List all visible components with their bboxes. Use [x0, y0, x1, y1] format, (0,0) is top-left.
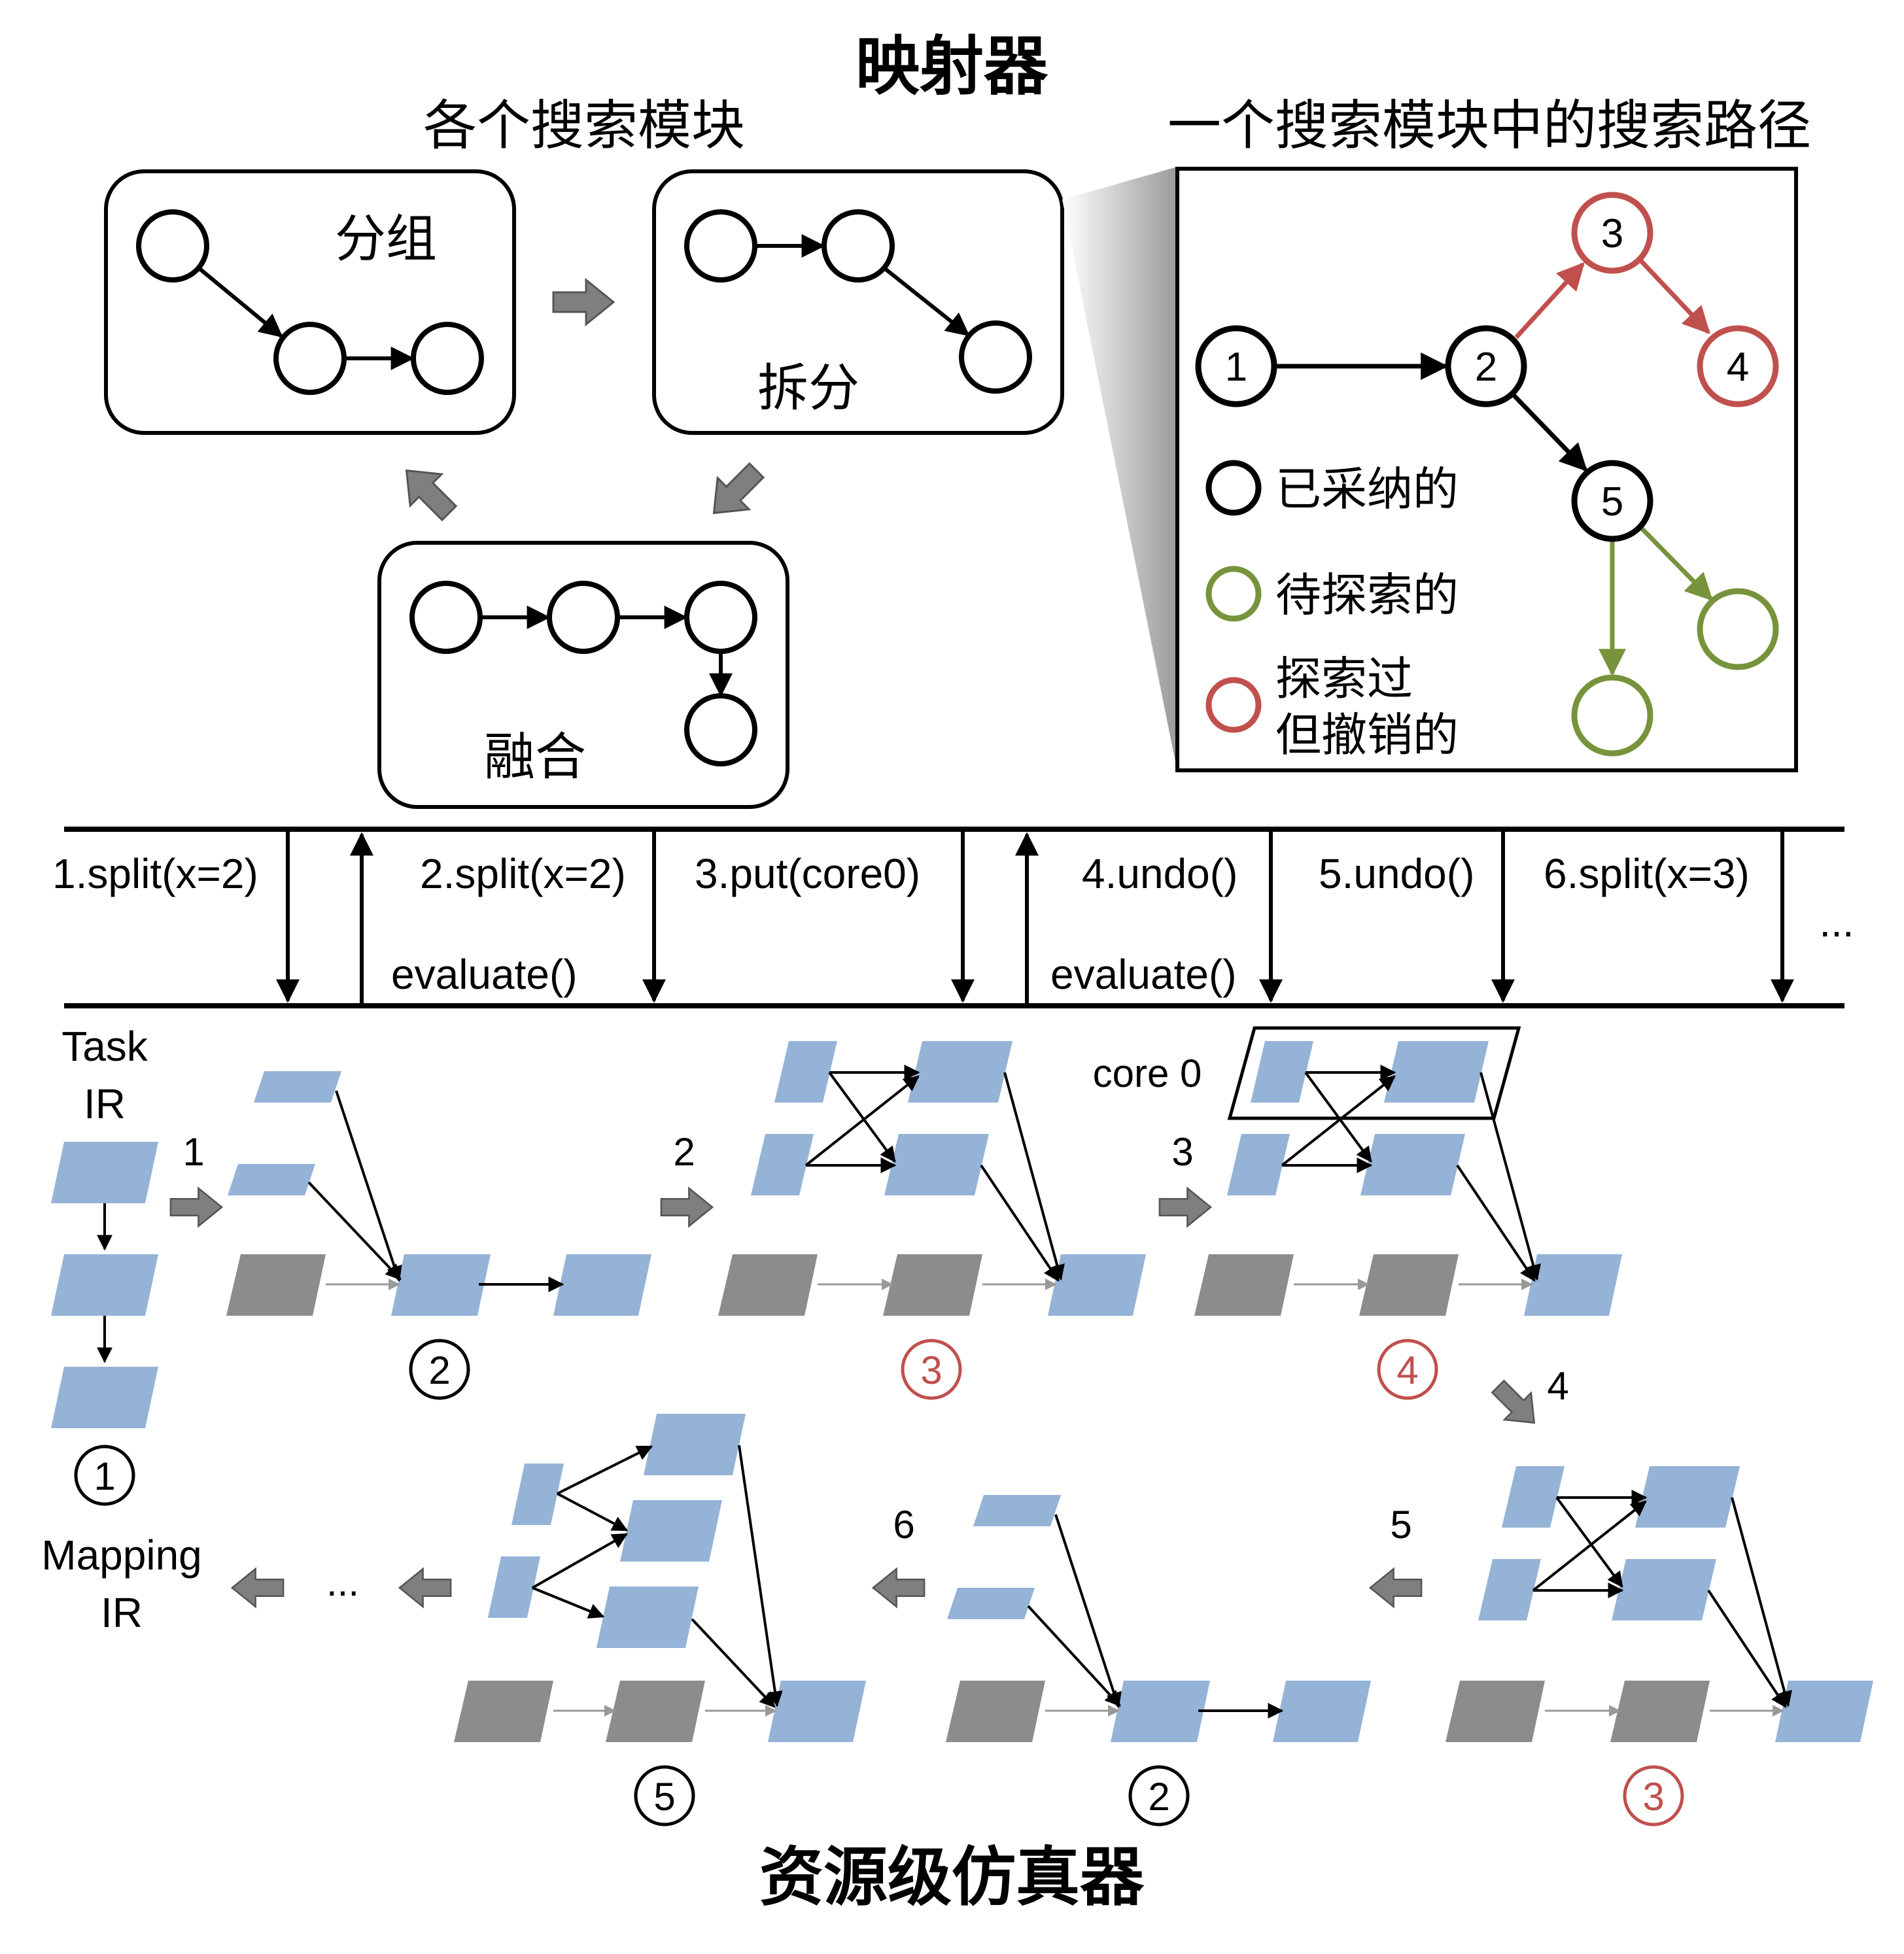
state-1-graph	[51, 1142, 158, 1428]
state-4-graph	[1194, 1026, 1622, 1316]
step-label-5: 5	[1390, 1503, 1411, 1547]
simulator-more: ...	[326, 1560, 359, 1604]
core0-label: core 0	[1093, 1052, 1202, 1095]
cmd-1: 1.split(x=2)	[52, 850, 258, 897]
step-label-6: 6	[893, 1503, 914, 1547]
legend-revoked-line2: 但撤销的	[1275, 708, 1459, 762]
step-arrow-2	[660, 1187, 714, 1227]
module-fuse: 融合	[377, 541, 789, 809]
task-ir-label-line1: Task	[61, 1023, 148, 1070]
simulator-title: 资源级仿真器	[759, 1840, 1145, 1915]
mapping-ir-label-line2: IR	[101, 1589, 143, 1636]
svg-text:5: 5	[653, 1775, 675, 1819]
state-3b-graph	[1445, 1466, 1873, 1742]
evaluate-1: evaluate()	[391, 951, 578, 998]
step-arrow-4	[1483, 1372, 1549, 1437]
svg-text:1: 1	[94, 1454, 115, 1498]
mapper-title: 映射器	[856, 29, 1048, 104]
step-arrow-more	[398, 1568, 452, 1608]
zoom-wedge	[1062, 167, 1177, 772]
cycle-arrow-down-left	[697, 453, 774, 530]
cmd-5: 5.undo()	[1319, 850, 1474, 897]
timeline-more: ...	[1819, 899, 1854, 946]
path-node-unexplored-b	[1571, 674, 1653, 757]
cmd-3: 3.put(core0)	[695, 850, 920, 897]
legend-to-explore: 待探索的	[1275, 568, 1459, 622]
svg-text:2: 2	[428, 1348, 450, 1392]
cmd-6: 6.split(x=3)	[1544, 850, 1750, 897]
svg-text:3: 3	[1642, 1775, 1664, 1819]
state-badge-2b	[1128, 1765, 1190, 1826]
svg-text:3: 3	[920, 1348, 942, 1392]
step-arrow-1	[169, 1187, 223, 1227]
state-5-graph	[454, 1414, 866, 1742]
state-badge-5	[634, 1765, 695, 1826]
svg-text:2: 2	[1148, 1775, 1169, 1819]
cmd-4: 4.undo()	[1082, 850, 1238, 897]
module-split-label: 拆分	[757, 359, 859, 418]
path-heading: 一个搜索模块中的搜索路径	[1168, 95, 1811, 157]
legend-revoked-icon	[1205, 677, 1262, 733]
modules-heading: 各个搜索模块	[423, 95, 745, 157]
cmd-2: 2.split(x=2)	[420, 850, 626, 897]
path-node-2: 2	[1475, 345, 1497, 390]
svg-text:4: 4	[1396, 1348, 1418, 1392]
step-arrow-3	[1158, 1187, 1212, 1227]
path-node-3: 3	[1601, 211, 1623, 256]
module-group: 分组	[104, 169, 516, 435]
simulator-area: Task IR Mapping IR 1 1 2	[41, 1023, 1873, 1826]
cycle-arrow-up-left	[389, 453, 466, 530]
search-path-box: 1 2 3 4 5 已采纳的 待探索的 探索过 但撤销的	[1175, 167, 1798, 772]
path-node-unexplored-a	[1697, 588, 1779, 670]
state-badge-2a	[409, 1339, 470, 1400]
legend-adopted-icon	[1205, 460, 1262, 516]
state-2b-graph	[946, 1495, 1371, 1742]
legend-revoked-line1: 探索过	[1275, 652, 1413, 706]
step-label-1: 1	[182, 1130, 204, 1174]
legend-adopted: 已采纳的	[1275, 462, 1459, 516]
step-label-2: 2	[673, 1130, 695, 1174]
path-node-1: 1	[1225, 345, 1247, 390]
state-badge-4	[1377, 1339, 1438, 1400]
state-3a-graph	[718, 1041, 1146, 1316]
mapping-ir-label-line1: Mapping	[41, 1532, 202, 1579]
cycle-arrow-right	[552, 279, 615, 326]
module-group-label: 分组	[335, 210, 437, 269]
path-node-5: 5	[1601, 479, 1623, 524]
evaluate-2: evaluate()	[1050, 951, 1237, 998]
step-arrow-5	[1369, 1568, 1423, 1608]
module-fuse-label: 融合	[484, 728, 586, 787]
state-badge-3b	[1623, 1765, 1684, 1826]
task-ir-label-line2: IR	[84, 1080, 126, 1127]
state-2-graph	[226, 1071, 651, 1316]
module-split: 拆分	[652, 169, 1064, 435]
step-label-4: 4	[1547, 1364, 1568, 1408]
path-node-4: 4	[1727, 345, 1749, 390]
legend-explore-icon	[1205, 566, 1262, 622]
step-label-3: 3	[1171, 1130, 1193, 1174]
step-arrow-final	[231, 1568, 285, 1608]
step-arrow-6	[872, 1568, 926, 1608]
state-badge-3a	[901, 1339, 962, 1400]
command-timeline: 1.split(x=2) 2.split(x=2) 3.put(core0) 4…	[52, 827, 1854, 1008]
state-badge-1	[74, 1445, 135, 1506]
